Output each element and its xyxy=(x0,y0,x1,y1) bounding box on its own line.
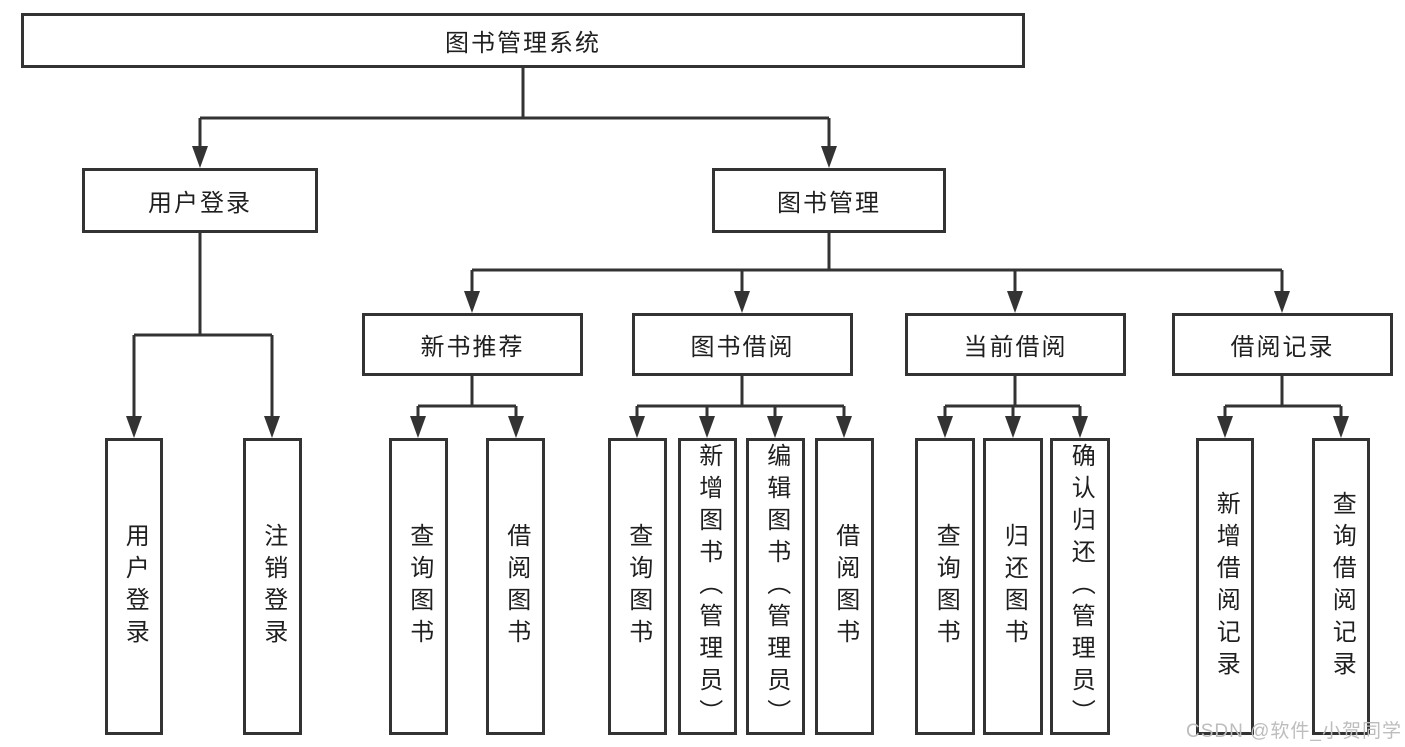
node-leaf-return-books: 归还图书 xyxy=(983,438,1043,735)
arrowhead xyxy=(699,416,715,438)
arrowhead xyxy=(1274,291,1290,313)
node-borrowing-records: 借阅记录 xyxy=(1172,313,1393,376)
arrowhead xyxy=(192,146,208,168)
arrowheads xyxy=(126,146,1349,438)
arrowhead xyxy=(1217,416,1233,438)
leaf-label: 借阅图书 xyxy=(831,522,859,651)
csdn-watermark: CSDN @软件_小贺同学 xyxy=(1186,721,1402,742)
node-new-book-recommendation: 新书推荐 xyxy=(362,313,583,376)
node-leaf-query-books-1: 查询图书 xyxy=(389,438,448,735)
arrowhead xyxy=(937,416,953,438)
leaf-label: 注销登录 xyxy=(259,522,287,651)
node-leaf-edit-books-admin: 编辑图书（管理员） xyxy=(746,438,805,735)
node-leaf-query-books-2: 查询图书 xyxy=(608,438,667,735)
node-book-management: 图书管理 xyxy=(712,168,946,233)
node-leaf-add-books-admin: 新增图书（管理员） xyxy=(678,438,737,735)
leaf-label: 归还图书 xyxy=(1000,522,1028,651)
leaf-label: 查询图书 xyxy=(624,522,652,651)
connector-line xyxy=(198,68,831,150)
node-root: 图书管理系统 xyxy=(21,13,1025,68)
connector-line xyxy=(416,376,518,420)
node-leaf-logout: 注销登录 xyxy=(243,438,302,735)
leaf-label: 借阅图书 xyxy=(502,522,530,651)
arrowhead xyxy=(821,146,837,168)
node-current-borrowing: 当前借阅 xyxy=(905,313,1126,376)
arrowhead xyxy=(734,291,750,313)
arrowhead xyxy=(767,416,783,438)
connector-line xyxy=(943,376,1082,420)
node-leaf-confirm-return-admin: 确认归还（管理员） xyxy=(1050,438,1110,735)
arrowhead xyxy=(508,416,524,438)
connector-line xyxy=(470,233,1284,295)
leaf-label: 新增借阅记录 xyxy=(1212,490,1240,683)
leaf-label: 查询图书 xyxy=(405,522,433,651)
leaf-label: 新增图书（管理员） xyxy=(694,442,722,731)
arrowhead xyxy=(1007,291,1023,313)
arrowhead xyxy=(1333,416,1349,438)
node-leaf-user-login: 用户登录 xyxy=(105,438,163,735)
arrowhead xyxy=(464,291,480,313)
node-book-borrowing: 图书借阅 xyxy=(632,313,853,376)
leaf-label: 确认归还（管理员） xyxy=(1067,442,1095,731)
arrowhead xyxy=(126,416,142,438)
node-leaf-borrow-books-2: 借阅图书 xyxy=(815,438,874,735)
node-user-login: 用户登录 xyxy=(82,168,318,233)
node-leaf-borrow-books-1: 借阅图书 xyxy=(486,438,545,735)
arrowhead xyxy=(629,416,645,438)
arrowhead xyxy=(836,416,852,438)
leaf-label: 编辑图书（管理员） xyxy=(762,442,790,731)
arrowhead xyxy=(1005,416,1021,438)
arrowhead xyxy=(1072,416,1088,438)
leaf-label: 查询借阅记录 xyxy=(1328,490,1356,683)
node-leaf-query-books-3: 查询图书 xyxy=(915,438,975,735)
arrowhead xyxy=(264,416,280,438)
connector-lines xyxy=(132,68,1343,420)
connector-line xyxy=(635,376,846,420)
leaf-label: 查询图书 xyxy=(932,522,960,651)
leaf-label: 用户登录 xyxy=(121,522,149,651)
connector-line xyxy=(1223,376,1343,420)
node-leaf-query-borrow-record: 查询借阅记录 xyxy=(1312,438,1370,735)
connector-line xyxy=(132,233,274,420)
node-leaf-add-borrow-record: 新增借阅记录 xyxy=(1196,438,1254,735)
arrowhead xyxy=(410,416,426,438)
